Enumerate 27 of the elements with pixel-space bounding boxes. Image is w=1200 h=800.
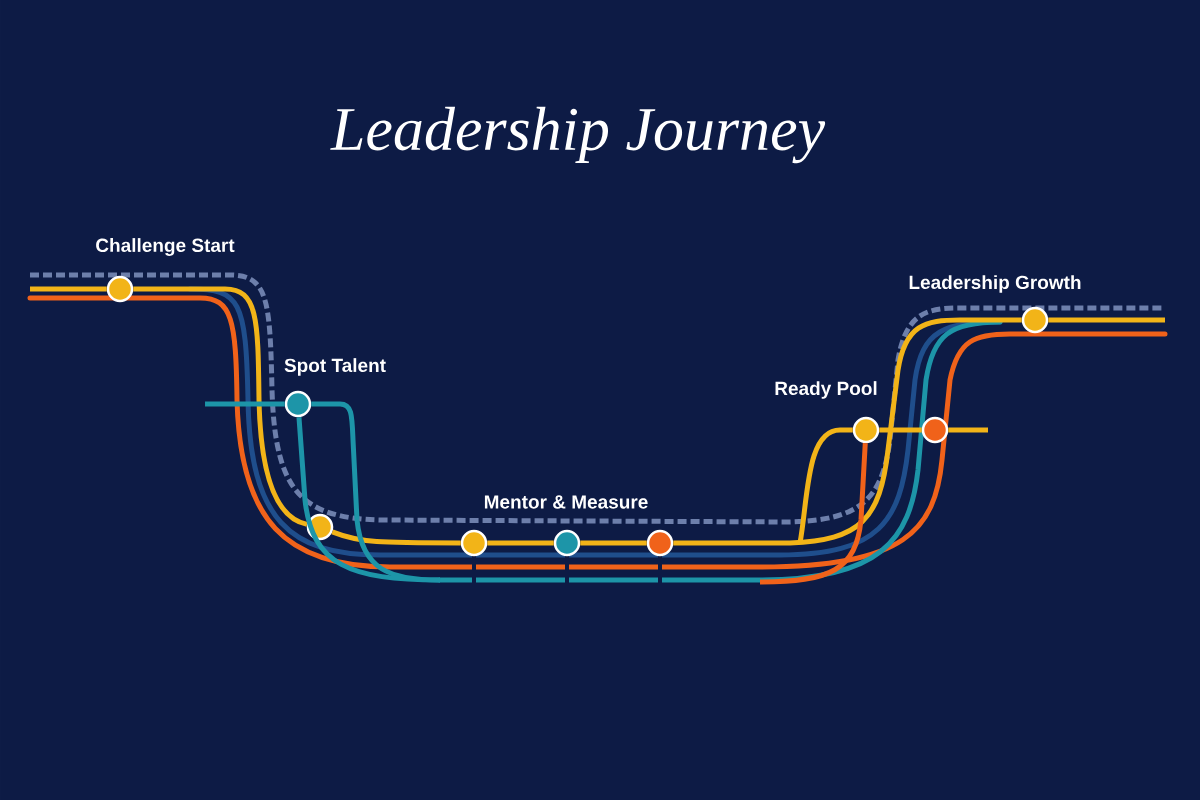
station-label: Ready Pool	[775, 381, 877, 399]
station-circle	[284, 390, 312, 418]
metro-line	[879, 427, 922, 433]
metro-line	[580, 540, 647, 546]
station-circle	[460, 529, 488, 557]
station-circle	[921, 416, 949, 444]
station-circle	[1021, 306, 1049, 334]
station-circle	[553, 529, 581, 557]
station-circle	[306, 513, 334, 541]
metro-line	[331, 529, 461, 546]
metro-line	[487, 540, 554, 546]
metro-line	[759, 443, 868, 585]
metro-line	[673, 317, 1022, 546]
metro-line	[948, 427, 988, 433]
station-label: Challenge Start	[96, 238, 235, 256]
metro-line	[205, 401, 285, 407]
metro-line	[1048, 317, 1165, 323]
station-label: Spot Talent	[284, 358, 386, 376]
title: Leadership Journey	[330, 106, 826, 164]
metro-line	[133, 286, 308, 527]
metro-line	[30, 286, 107, 292]
metro-line	[296, 417, 441, 583]
station-label: Leadership Growth	[909, 275, 1081, 293]
station-circle	[646, 529, 674, 557]
station-label: Mentor & Measure	[484, 495, 648, 509]
station-circle	[106, 275, 134, 303]
station-circle	[852, 416, 880, 444]
